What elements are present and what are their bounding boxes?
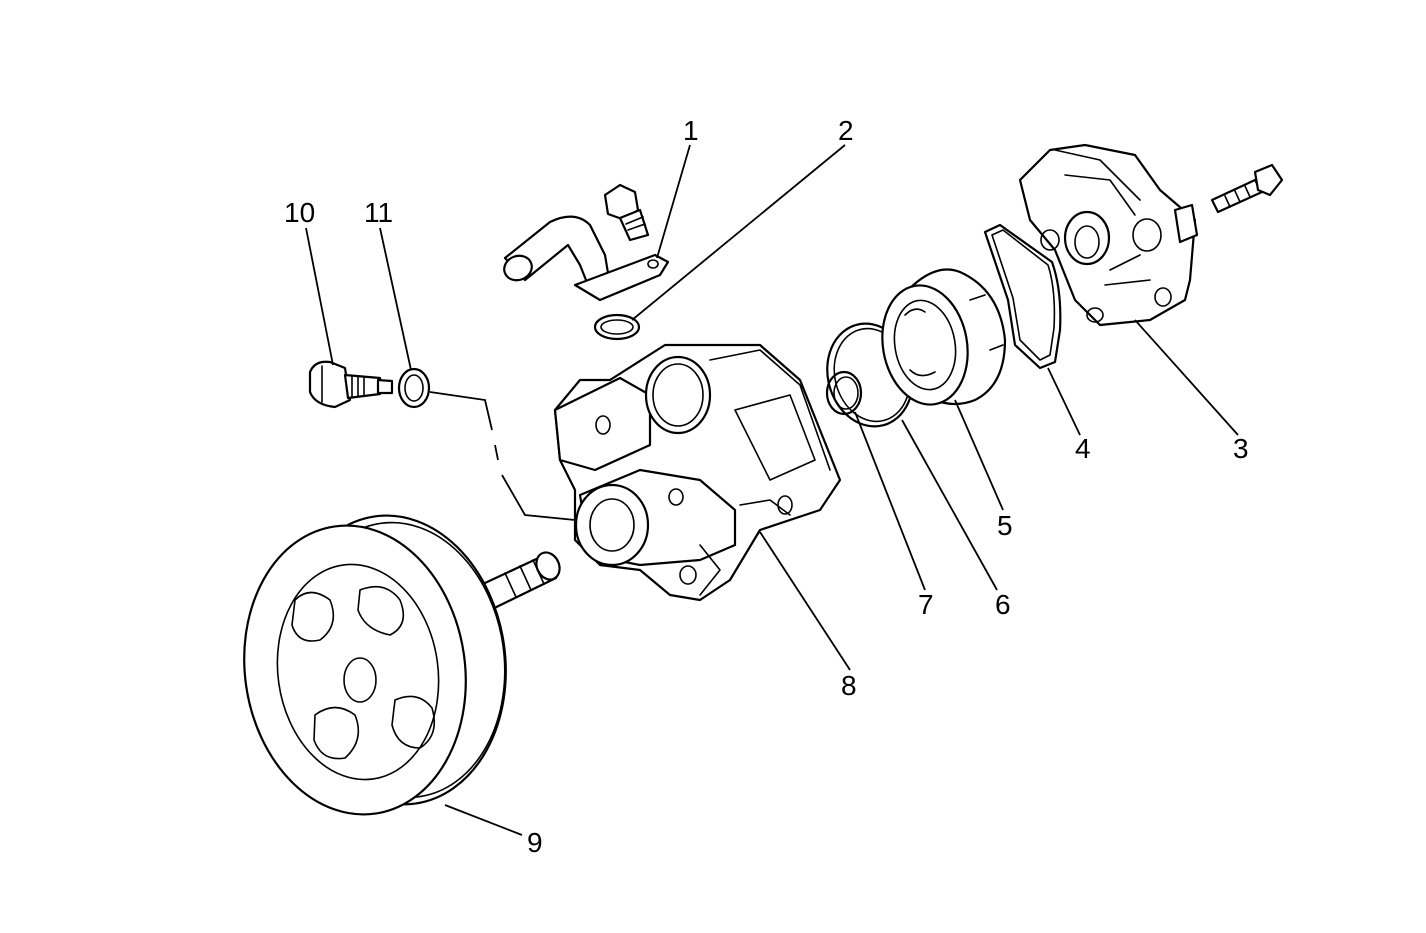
callout-4: 4 (1075, 433, 1091, 464)
callout-6: 6 (995, 589, 1011, 620)
leader-2 (631, 144, 846, 321)
leader-11 (379, 227, 412, 371)
leader-1 (656, 144, 691, 259)
rear-cover-part-3 (1018, 143, 1284, 327)
callout-11: 11 (364, 197, 393, 228)
callout-9: 9 (527, 827, 543, 858)
cam-ring-part-5 (881, 268, 1007, 406)
leader-lines (305, 144, 1239, 836)
leader-7 (854, 411, 926, 591)
leader-5 (954, 399, 1004, 511)
leader-6 (901, 419, 998, 591)
callout-5: 5 (997, 510, 1013, 541)
o-ring-part-2 (593, 313, 641, 341)
leader-3 (1134, 319, 1239, 436)
callout-labels: 1 2 3 4 5 6 7 8 9 10 11 (284, 115, 1249, 858)
pump-housing-part-8 (553, 343, 842, 602)
callout-1: 1 (683, 115, 699, 146)
callout-3: 3 (1233, 433, 1249, 464)
assembly-line (429, 391, 493, 431)
leader-9 (444, 804, 523, 836)
fitting-bolt-part-10 (308, 360, 394, 409)
leader-8 (759, 531, 851, 671)
pulley-part-9 (243, 514, 561, 816)
gasket-part-4 (983, 223, 1062, 370)
leader-10 (305, 227, 334, 366)
callout-7: 7 (918, 589, 934, 620)
o-ring-part-11 (397, 367, 431, 409)
callout-8: 8 (841, 670, 857, 701)
leader-4 (1047, 367, 1081, 436)
inlet-fitting-part-1 (503, 183, 670, 302)
callout-10: 10 (284, 197, 315, 228)
callout-2: 2 (838, 115, 854, 146)
